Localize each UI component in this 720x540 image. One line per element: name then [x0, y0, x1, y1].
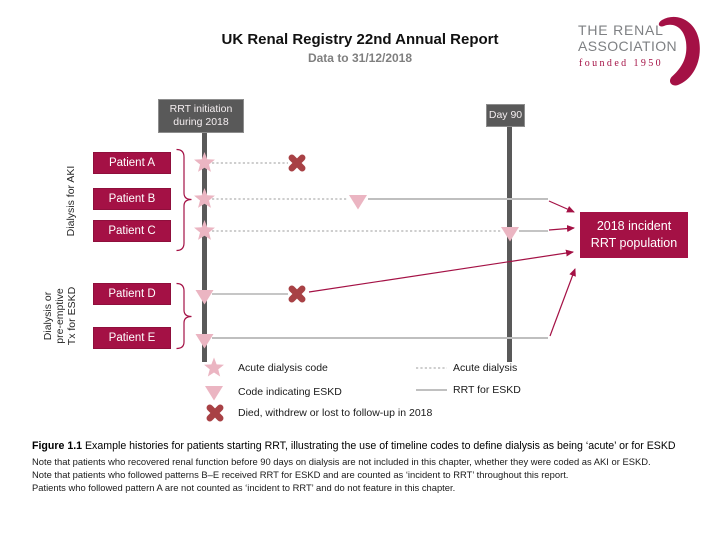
- figure-label: Figure 1.1: [32, 440, 83, 452]
- logo-text-line1: THE RENAL: [578, 22, 664, 38]
- patient-a-cross-icon: [292, 158, 302, 168]
- patient-c-triangle-icon: [501, 227, 519, 242]
- legend-label-died-withdrew: Died, withdrew or lost to follow-up in 2…: [238, 407, 433, 419]
- patient-e-arrow: [549, 268, 576, 337]
- timeline-label-rrt-initiation: RRT initiation during 2018: [158, 99, 244, 133]
- patient-d-arrow: [308, 249, 574, 293]
- logo-text-line3: founded 1950: [579, 58, 664, 69]
- legend-star-icon: [204, 357, 224, 377]
- logo-text-line2: ASSOCIATION: [578, 38, 678, 54]
- timeline-rrt-bar: [202, 131, 207, 362]
- page-title: UK Renal Registry 22nd Annual Report: [221, 31, 499, 48]
- patient-c-arrow: [548, 225, 575, 233]
- patient-d-triangle-icon: [195, 290, 214, 305]
- legend-label-acute-dialysis-line: Acute dialysis: [453, 362, 518, 374]
- patient-c-box: Patient C: [93, 220, 171, 242]
- patient-e-triangle-icon: [195, 334, 214, 349]
- legend-cross-icon: [210, 408, 220, 418]
- patient-a-box: Patient A: [93, 152, 171, 174]
- group-label-dialysis-for-aki: Dialysis for AKI: [64, 165, 77, 237]
- brace-eskd-group: [176, 282, 192, 350]
- patient-d-box: Patient D: [93, 283, 171, 305]
- caption-note-3: Patients who followed pattern A are not …: [32, 482, 456, 493]
- caption-note-1: Note that patients who recovered renal f…: [32, 456, 651, 467]
- legend-triangle-down-icon: [205, 386, 223, 401]
- group-label-dialysis-or-preemptive-tx: Dialysis or pre-emptive Tx for ESKD: [41, 286, 79, 346]
- legend-label-code-indicating-eskd: Code indicating ESKD: [238, 386, 342, 398]
- renal-association-logo: THE RENAL ASSOCIATION founded 1950: [570, 14, 718, 86]
- kidney-icon: [658, 16, 700, 86]
- page-subtitle: Data to 31/12/2018: [307, 51, 413, 65]
- patient-e-box: Patient E: [93, 327, 171, 349]
- legend-label-rrt-for-eskd-line: RRT for ESKD: [453, 384, 521, 396]
- incident-population-box: 2018 incident RRT population: [580, 212, 688, 258]
- timeline-day90-bar: [507, 126, 512, 362]
- patient-b-box: Patient B: [93, 188, 171, 210]
- patient-b-arrow: [548, 200, 575, 213]
- caption-note-2: Note that patients who followed patterns…: [32, 469, 569, 480]
- brace-aki-group: [176, 148, 192, 252]
- patient-d-cross-icon: [292, 289, 302, 299]
- timeline-label-day90: Day 90: [486, 104, 525, 127]
- figure-caption-text: Example histories for patients starting …: [82, 440, 676, 452]
- patient-b-triangle-icon: [349, 195, 367, 210]
- figure-caption: Figure 1.1 Example histories for patient…: [32, 440, 676, 452]
- legend-label-acute-dialysis-code: Acute dialysis code: [238, 362, 328, 374]
